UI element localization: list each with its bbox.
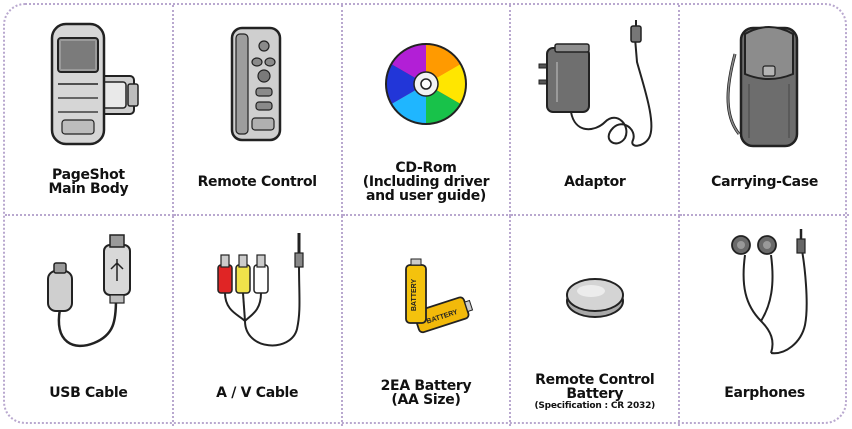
battery-label: BATTERY: [411, 278, 418, 311]
cd-rom-icon: [371, 24, 481, 144]
power-adaptor-icon: [525, 14, 665, 154]
item-adaptor: Adaptor: [511, 5, 680, 216]
accessory-grid: PageShot Main Body Remo: [5, 5, 849, 426]
av-cable-icon: [187, 225, 327, 365]
item-av-cable: A / V Cable: [174, 216, 343, 427]
earphones-icon: [705, 225, 825, 365]
item-main-body: PageShot Main Body: [5, 5, 174, 216]
remote-control-icon: [202, 14, 312, 154]
carrying-case-icon: [705, 14, 825, 154]
camera-body-icon: [28, 14, 148, 154]
usb-cable-icon: [18, 225, 158, 365]
item-label-line: PageShot: [52, 168, 125, 182]
item-label-line: Carrying-Case: [711, 175, 818, 189]
item-earphones: Earphones: [680, 216, 849, 427]
item-label-line: (Including driver: [363, 175, 489, 189]
item-label-line: Main Body: [49, 182, 129, 196]
item-label-line: Remote Control: [535, 373, 654, 387]
item-label-line: CD-Rom: [395, 161, 456, 175]
item-label-line: (AA Size): [391, 393, 460, 407]
coin-battery-icon: [545, 245, 645, 345]
item-remote-control: Remote Control: [174, 5, 343, 216]
item-cd-rom: CD-Rom (Including driver and user guide): [343, 5, 512, 216]
item-coin-battery: Remote Control Battery (Specification : …: [511, 216, 680, 427]
item-carrying-case: Carrying-Case: [680, 5, 849, 216]
aa-battery-icon: BATTERY BATTERY: [366, 225, 486, 365]
accessory-sheet: PageShot Main Body Remo: [3, 3, 847, 424]
item-label-line: A / V Cable: [216, 386, 298, 400]
item-label-line: Adaptor: [564, 175, 625, 189]
item-label-line: Battery: [566, 387, 623, 401]
item-spec-note: (Specification : CR 2032): [534, 401, 655, 412]
item-aa-battery: BATTERY BATTERY 2EA Battery (AA Size): [343, 216, 512, 427]
item-label-line: and user guide): [366, 189, 486, 203]
item-label-line: Remote Control: [198, 175, 317, 189]
item-label-line: 2EA Battery: [381, 379, 472, 393]
item-label-line: Earphones: [724, 386, 805, 400]
item-usb-cable: USB Cable: [5, 216, 174, 427]
item-label-line: USB Cable: [49, 386, 127, 400]
